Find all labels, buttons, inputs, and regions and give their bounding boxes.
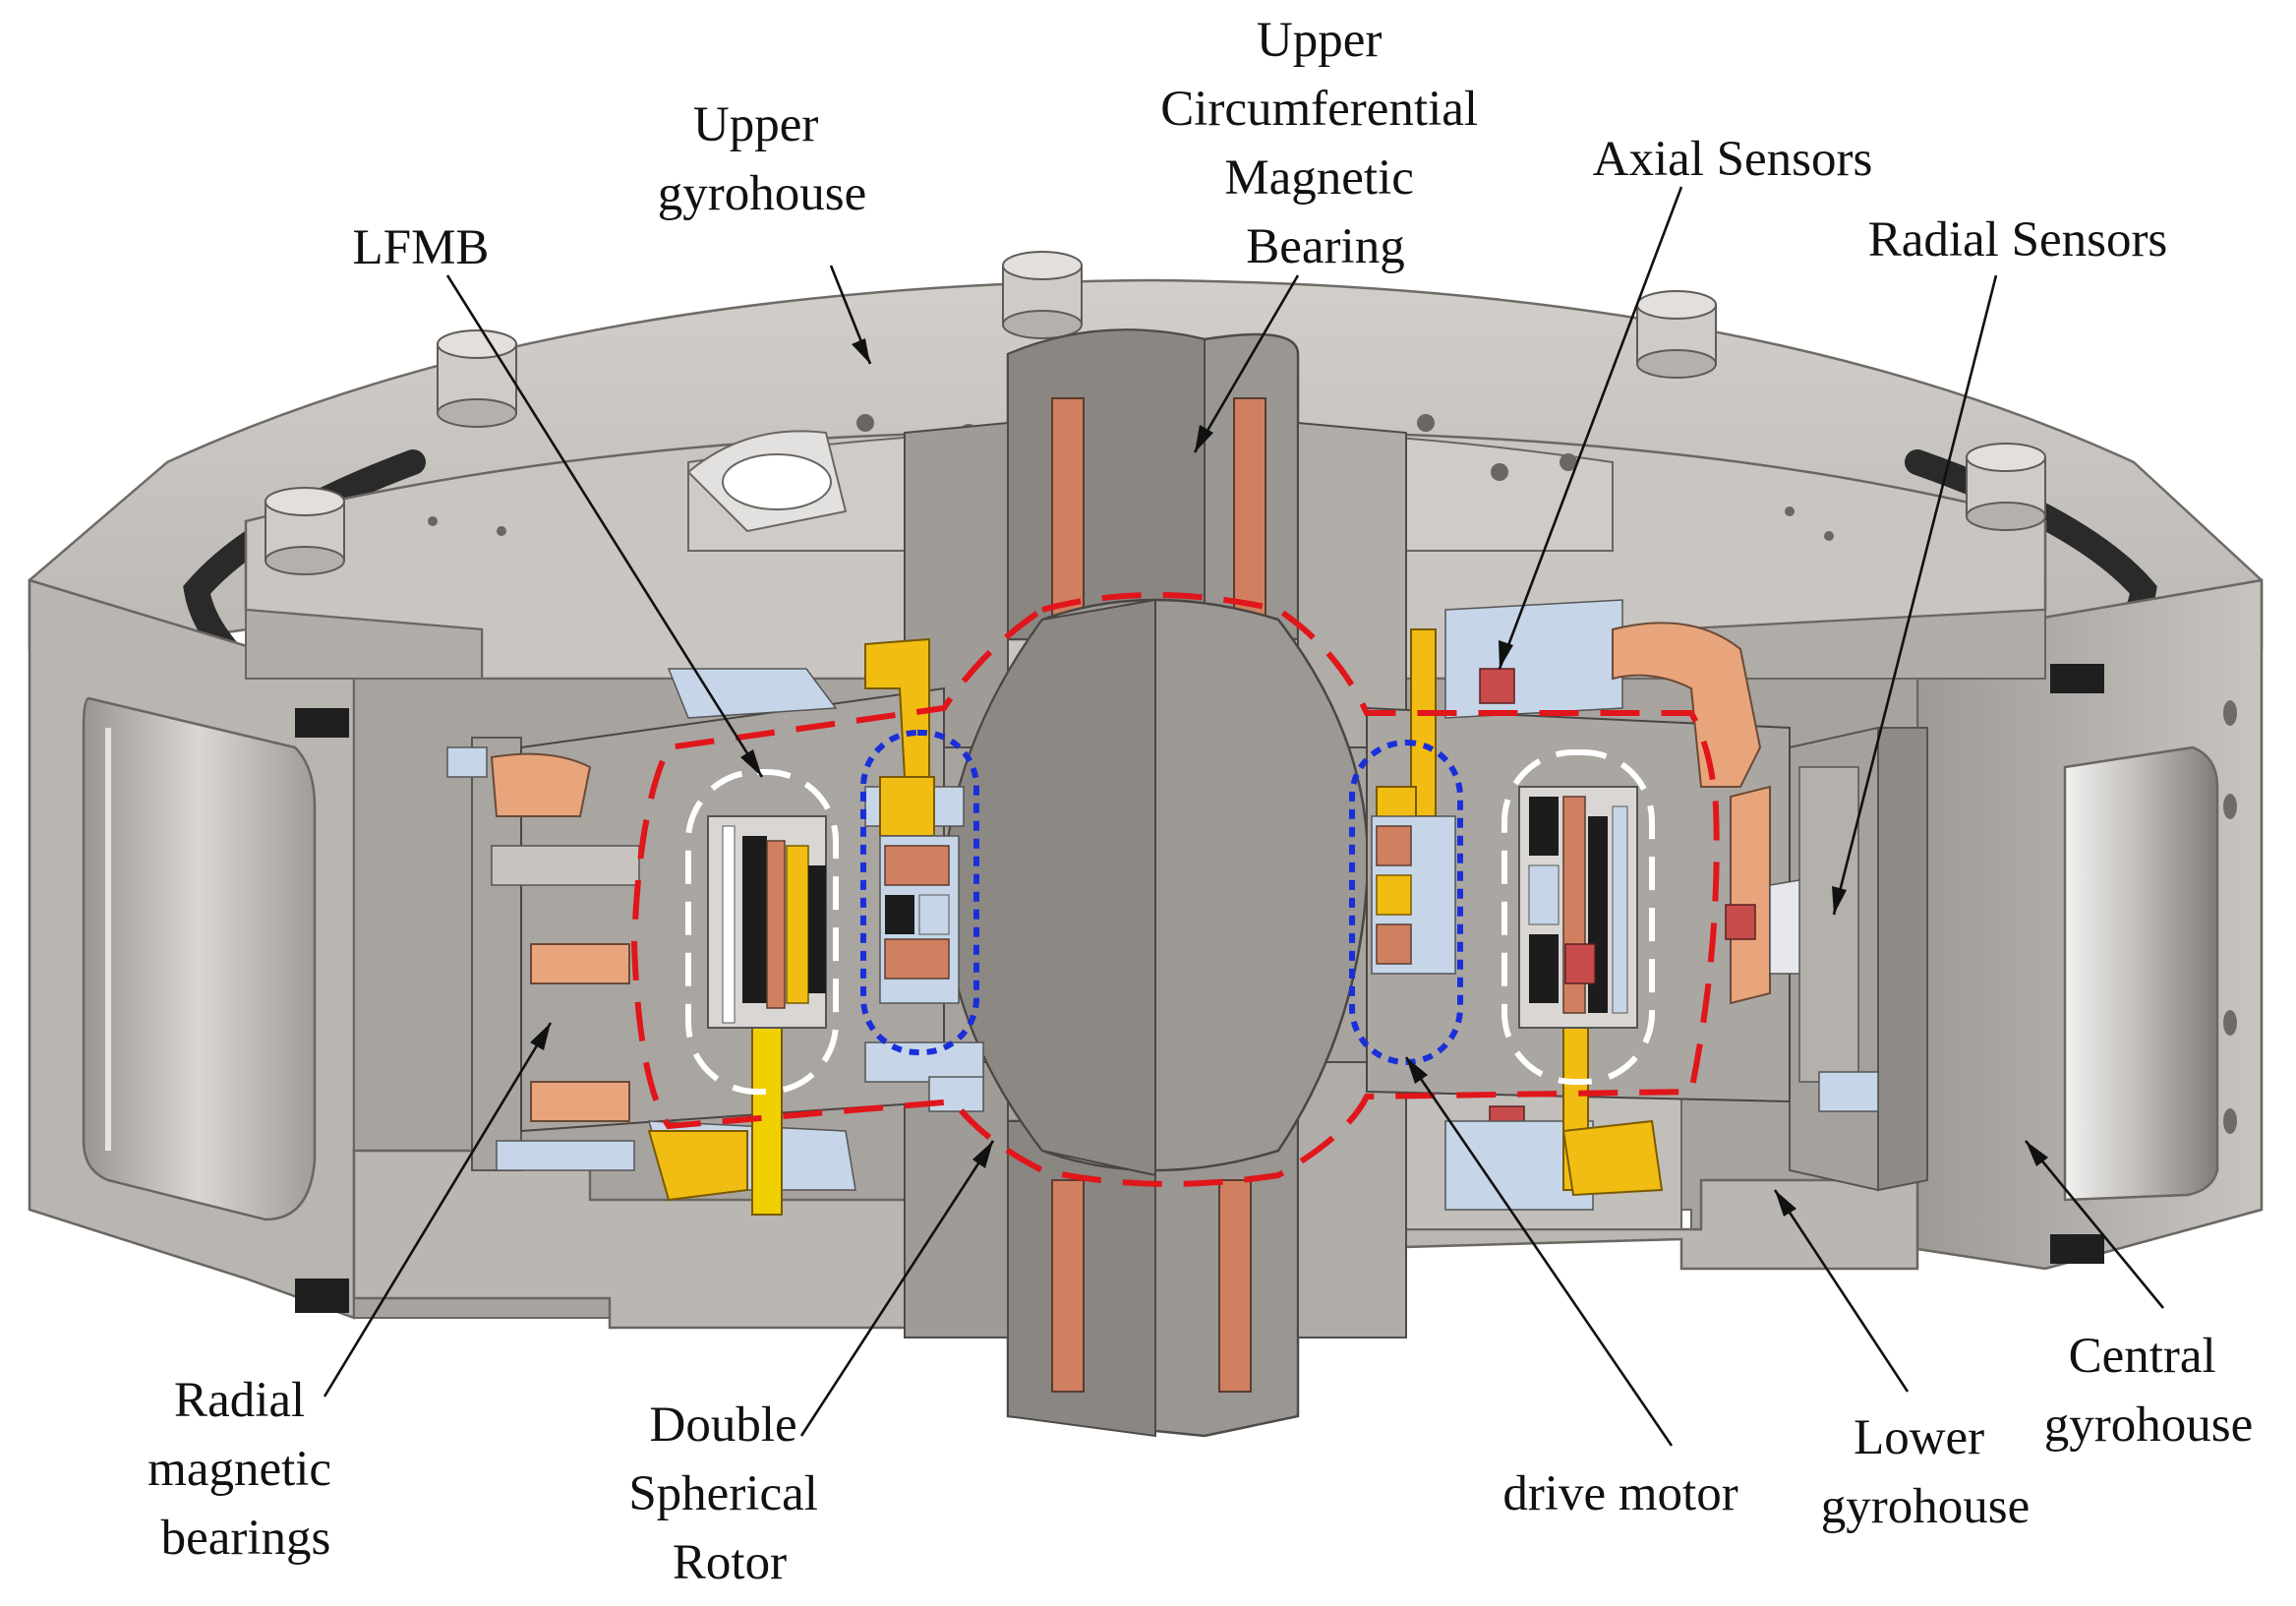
label-radial-magnetic-bearings: Radial magnetic bearings — [147, 1373, 344, 1566]
leader-axial-sensors — [1498, 186, 1683, 670]
leader-radial-sensors — [1832, 274, 1998, 916]
left-wall-pocket — [82, 696, 317, 1221]
label-drive-motor: drive motor — [1502, 1466, 1737, 1521]
leader-radial-magnetic-bearings — [323, 1022, 553, 1398]
label-lower-gyrohouse: Lower gyrohouse — [1821, 1410, 2030, 1534]
label-upper-circumferential-magnetic-bearing: Upper Circumferential Magnetic Bearing — [1160, 13, 1491, 274]
label-upper-gyrohouse: Upper gyrohouse — [658, 97, 866, 221]
rotor-boundary-red-dashed — [630, 592, 1720, 1187]
label-axial-sensors: Axial Sensors — [1593, 132, 1873, 187]
central-gyrohouse-wall — [1877, 727, 1928, 1192]
central-shaft — [904, 328, 1407, 1438]
left-bearing-assembly — [446, 637, 984, 1216]
right-wall-holes — [2223, 700, 2237, 1134]
leader-lower-gyrohouse — [1773, 1189, 1910, 1393]
label-lfmb: LFMB — [353, 220, 490, 275]
highlight-overlays — [630, 592, 1720, 1187]
bolts — [265, 251, 2046, 575]
right-bearing-assembly — [1371, 599, 1879, 1211]
motor-left-blue-dotted — [860, 730, 979, 1055]
leader-double-spherical-rotor — [799, 1140, 995, 1437]
leader-drive-motor — [1404, 1056, 1674, 1447]
right-wall-pocket — [2063, 745, 2219, 1202]
label-radial-sensors: Radial Sensors — [1868, 212, 2168, 268]
label-double-spherical-rotor: Double Spherical Rotor — [628, 1398, 830, 1590]
leader-central-gyrohouse — [2024, 1140, 2165, 1309]
leader-upper-circumferential — [1193, 274, 1300, 453]
lfmb-left-white-dashed — [685, 769, 839, 1095]
label-central-gyrohouse: Central gyrohouse — [2044, 1329, 2253, 1453]
bolt — [1002, 251, 1083, 339]
labels: Upper gyrohouse Upper Circumferential Ma… — [147, 13, 2253, 1590]
bolt — [1966, 443, 2046, 531]
bolt — [437, 329, 517, 428]
lfmb-right-white-dashed — [1501, 749, 1655, 1085]
bolt — [265, 487, 345, 575]
motor-right-blue-dotted — [1349, 740, 1463, 1065]
leader-lines — [323, 186, 2165, 1447]
leader-lfmb — [445, 274, 764, 778]
bolt — [1636, 290, 1717, 379]
